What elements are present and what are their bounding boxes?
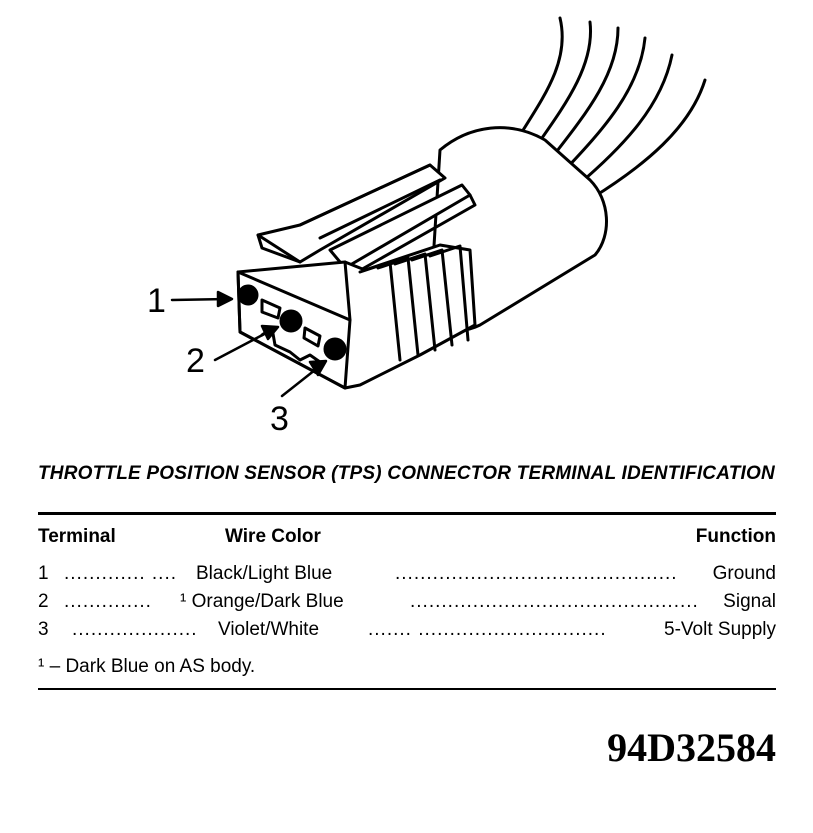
callout-3: 3 [270,400,289,438]
row-wire-color: ¹ Orange/Dark Blue [180,591,344,612]
title-rule [38,512,776,515]
tps-connector-illustration [170,16,707,398]
row-leader-dots: ........................................… [395,563,678,584]
row-leader-dots: ....... .............................. [368,619,607,640]
table-header: Terminal Wire Color Function [38,526,776,550]
row-leader-dots: ........................................… [410,591,700,612]
header-terminal: Terminal [38,526,116,547]
bottom-rule [38,688,776,690]
leader-arrows [170,290,328,398]
row-leader-dots: ............. .... [64,563,178,584]
figure-id: 94D32584 [607,725,776,770]
table-row: 2 .............. ¹ Orange/Dark Blue ....… [38,591,776,615]
table-row: 3 .................... Violet/White ....… [38,619,776,643]
row-function: 5-Volt Supply [664,619,776,640]
row-terminal: 1 [38,563,49,584]
table-row: 1 ............. .... Black/Light Blue ..… [38,563,776,587]
row-function: Ground [712,563,776,584]
latch [256,163,477,278]
table-title: THROTTLE POSITION SENSOR (TPS) CONNECTOR… [38,463,775,484]
header-wire-color: Wire Color [225,526,321,547]
row-wire-color: Violet/White [218,619,320,640]
connector-ribs [358,244,470,362]
terminal-cavities [237,284,347,361]
row-terminal: 3 [38,619,49,640]
row-function: Signal [723,591,776,612]
row-terminal: 2 [38,591,49,612]
row-leader-dots: .................... [72,619,198,640]
header-function: Function [695,526,776,547]
row-wire-color: Black/Light Blue [196,563,333,584]
callout-2: 2 [186,342,205,380]
wire-bundle [518,16,707,200]
callout-1: 1 [147,282,166,320]
row-leader-dots: .............. [64,591,152,612]
footnote: ¹ – Dark Blue on AS body. [38,656,256,677]
